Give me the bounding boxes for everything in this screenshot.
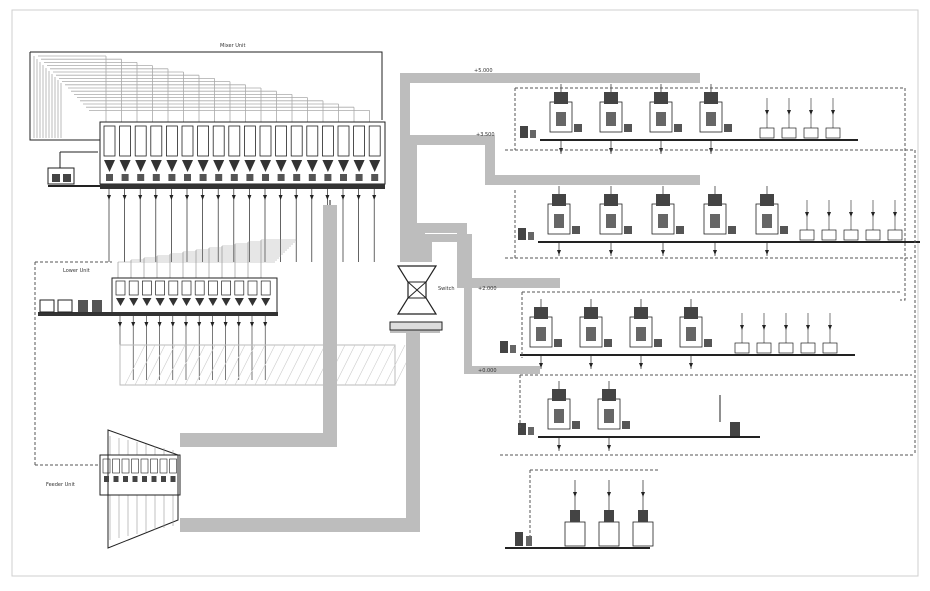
floor-level-2: +3.500 <box>476 132 495 138</box>
upper-unit <box>259 125 272 157</box>
upper-unit <box>165 125 178 157</box>
upper-unit <box>321 125 334 157</box>
right-machine-rows <box>500 84 920 451</box>
dosing-unit <box>598 521 620 547</box>
upper-unit <box>243 125 256 157</box>
upper-unit <box>119 125 131 157</box>
middle-bank-label: Lower Unit <box>63 268 90 274</box>
mill-unit <box>651 186 684 256</box>
upper-unit <box>103 125 116 157</box>
mill-unit <box>703 186 736 256</box>
upper-feeder <box>47 167 75 185</box>
conveyor-pipes <box>180 73 700 532</box>
mill-unit <box>699 84 732 154</box>
floor-level-1: +5.000 <box>474 68 493 74</box>
middle-drop-lines <box>118 316 268 380</box>
upper-funnel-bank: Mixer Unit <box>29 43 386 262</box>
upper-bank-title: Mixer Unit <box>220 43 245 49</box>
middle-base-bar <box>38 312 278 316</box>
upper-unit <box>353 125 366 157</box>
lower-bank-label: Feeder Unit <box>46 482 75 488</box>
mill-unit <box>547 381 580 451</box>
floor-level-labels: +5.000 +3.500 +2.000 +0.000 <box>474 68 497 374</box>
mill-unit <box>599 186 632 256</box>
upper-unit <box>197 125 210 157</box>
mill-unit <box>597 381 630 451</box>
lower-machine-units <box>102 458 177 482</box>
lower-machine-row <box>99 454 181 496</box>
central-switch: Switch <box>329 200 455 331</box>
upper-unit <box>150 125 163 157</box>
upper-return-lines <box>33 55 370 138</box>
upper-unit <box>212 125 225 157</box>
mill-unit <box>549 84 582 154</box>
upper-machine-units <box>103 125 381 181</box>
dashed-return-loops <box>500 87 916 540</box>
mill-unit <box>755 186 788 256</box>
bottom-dosing-row <box>505 480 654 549</box>
upper-unit <box>228 125 241 157</box>
upper-unit <box>368 125 381 157</box>
dosing-unit <box>564 521 586 547</box>
upper-unit <box>337 125 350 157</box>
frame-border <box>11 9 919 577</box>
mill-unit <box>547 186 580 256</box>
upper-unit <box>181 125 194 157</box>
upper-base-bar <box>100 184 385 189</box>
mill-unit <box>599 84 632 154</box>
upper-unit <box>275 125 288 157</box>
lower-funnel-bank: Feeder Unit <box>35 429 181 549</box>
mill-unit <box>529 299 562 369</box>
upper-unit <box>306 125 319 157</box>
upper-unit <box>134 125 147 157</box>
mill-unit <box>629 299 662 369</box>
collector-hatch <box>119 344 416 386</box>
mill-unit <box>579 299 612 369</box>
floor-level-3: +2.000 <box>478 286 497 292</box>
hub-label: Switch <box>438 286 455 292</box>
middle-feeder-b <box>57 299 73 313</box>
middle-machine-row <box>111 277 278 315</box>
middle-feeder-a <box>39 299 55 313</box>
middle-feed-lines <box>117 239 297 278</box>
floor-level-4: +0.000 <box>478 368 497 374</box>
dosing-unit <box>632 521 654 547</box>
mill-unit <box>649 84 682 154</box>
middle-funnel-bank: Lower Unit <box>34 239 297 465</box>
mill-unit <box>679 299 712 369</box>
upper-unit <box>290 125 303 157</box>
upper-drop-lines <box>107 189 377 262</box>
middle-machine-units <box>115 280 271 306</box>
